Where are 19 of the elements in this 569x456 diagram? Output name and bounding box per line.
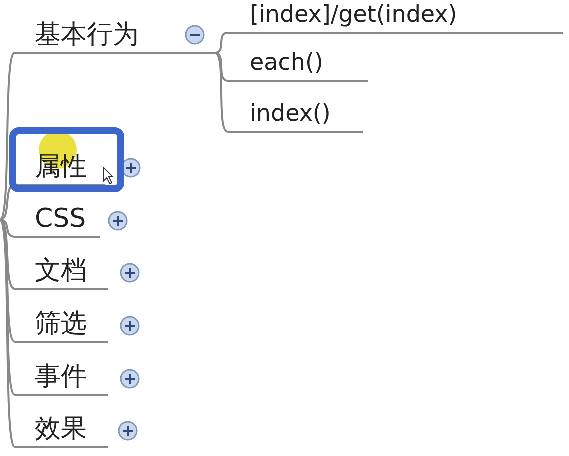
branch-line — [0, 219, 16, 290]
topic-label: CSS — [35, 204, 86, 234]
topic-label: 事件 — [35, 362, 87, 392]
branch-line — [214, 52, 228, 82]
branch-line — [0, 219, 16, 343]
branch-line — [214, 52, 229, 133]
topic-label: each() — [250, 49, 324, 78]
topic-node — [228, 4, 563, 34]
topic-label: index() — [250, 100, 331, 129]
topic-label: [index]/get(index) — [250, 1, 458, 30]
branch-line — [0, 219, 16, 396]
branch-line — [0, 220, 16, 448]
topic-label: 文档 — [35, 256, 87, 286]
branch-line — [0, 52, 16, 221]
topic-label: 筛选 — [35, 309, 87, 339]
branch-line — [0, 219, 16, 238]
branch-line — [214, 32, 228, 54]
topic-label: 效果 — [35, 414, 87, 444]
topic-label: 基本行为 — [35, 20, 139, 50]
